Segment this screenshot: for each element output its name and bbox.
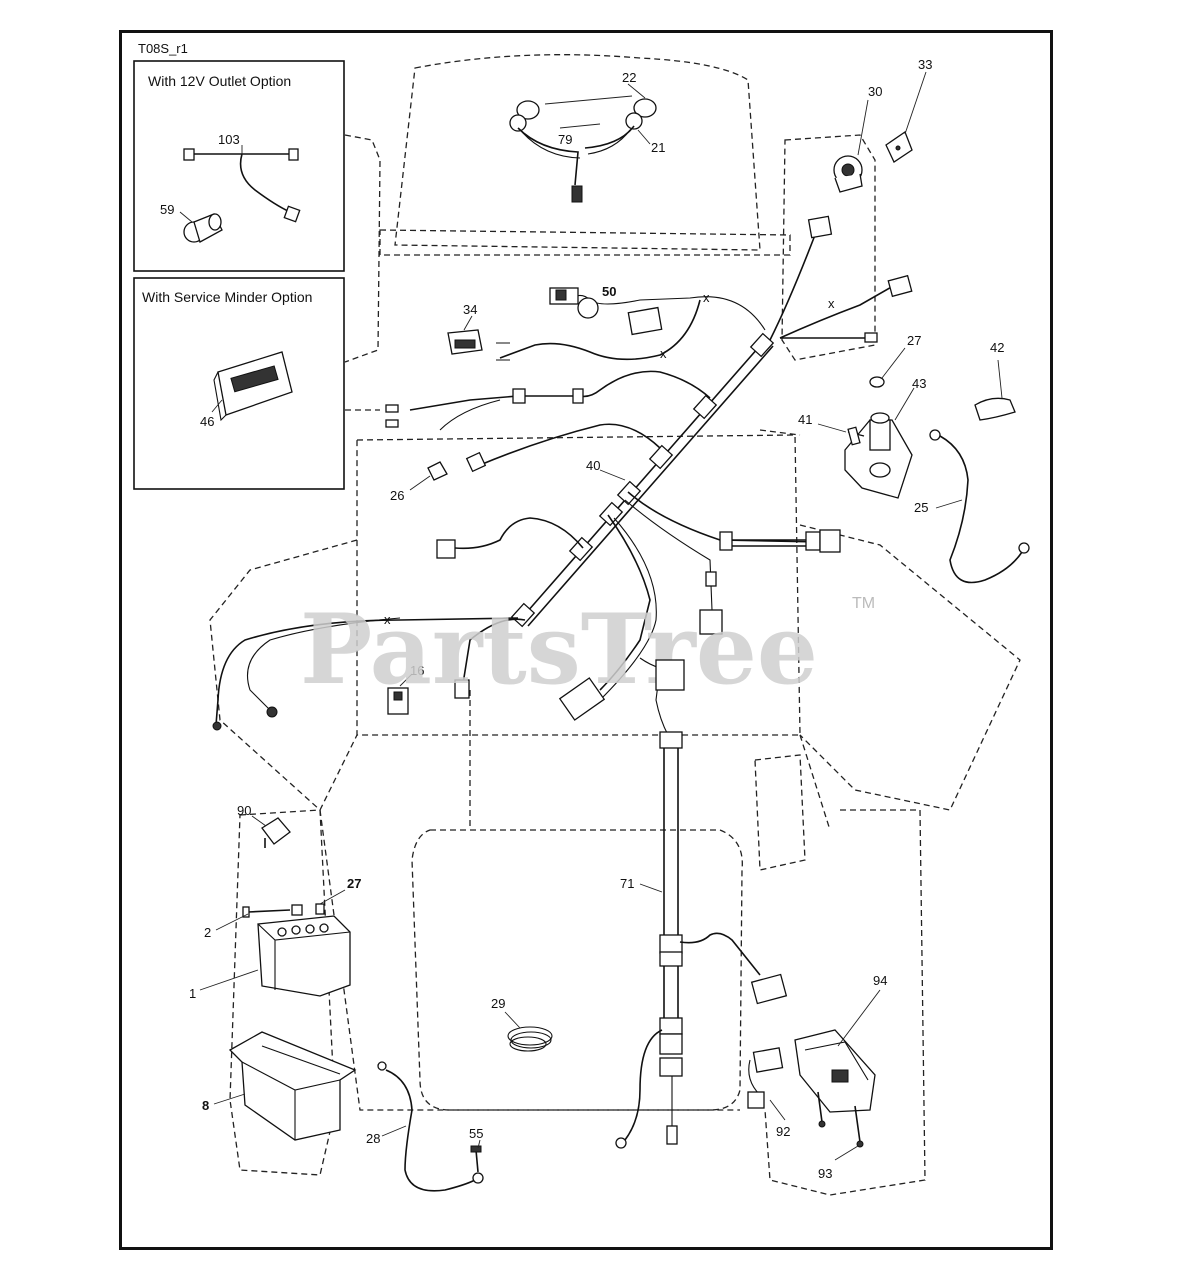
diagram-ref-code: T08S_r1 bbox=[138, 41, 188, 56]
callout-28: 28 bbox=[366, 1131, 380, 1146]
watermark: PartsTree bbox=[300, 593, 818, 706]
watermark-tm: TM bbox=[852, 595, 875, 612]
power-outlet-59 bbox=[183, 213, 223, 243]
callout-43: 43 bbox=[912, 376, 926, 391]
callout-92: 92 bbox=[776, 1124, 790, 1139]
inset-12v-outlet: With 12V Outlet Option 103 59 bbox=[133, 60, 345, 272]
bolt-41 bbox=[847, 426, 865, 446]
svg-text:x: x bbox=[384, 612, 391, 627]
callout-90: 90 bbox=[237, 803, 251, 818]
harness-connectors: x x x x bbox=[212, 215, 913, 731]
washer-27 bbox=[869, 376, 885, 388]
callout-8: 8 bbox=[202, 1098, 209, 1113]
callout-55: 55 bbox=[469, 1126, 483, 1141]
callout-40: 40 bbox=[586, 458, 600, 473]
diagram-frame bbox=[119, 30, 1053, 1250]
ignition-switch-30 bbox=[833, 155, 863, 193]
inset-12v-title: With 12V Outlet Option bbox=[148, 73, 291, 89]
callout-34: 34 bbox=[463, 302, 477, 317]
callout-71: 71 bbox=[620, 876, 634, 891]
part-90 bbox=[261, 817, 291, 848]
chassis-outlines bbox=[209, 54, 1021, 1196]
inset-service-title: With Service Minder Option bbox=[142, 289, 312, 305]
callout-42: 42 bbox=[990, 340, 1004, 355]
switch-bracket-33 bbox=[885, 131, 913, 163]
inset-service-minder: With Service Minder Option 46 bbox=[133, 277, 345, 490]
callout-59: 59 bbox=[160, 202, 174, 217]
callout-50: 50 bbox=[602, 284, 616, 299]
callout-16: 16 bbox=[410, 663, 424, 678]
bolt-2 bbox=[242, 906, 291, 918]
callout-29: 29 bbox=[491, 996, 505, 1011]
screw-55 bbox=[470, 1145, 482, 1173]
callout-26: 26 bbox=[390, 488, 404, 503]
tie-strap-29 bbox=[507, 1026, 553, 1052]
callout-1: 1 bbox=[189, 986, 196, 1001]
service-minder-46 bbox=[213, 351, 293, 422]
terminal-boot-42 bbox=[974, 397, 1016, 421]
callout-22: 22 bbox=[622, 70, 636, 85]
switch-94 bbox=[794, 1029, 876, 1113]
battery-box-8 bbox=[228, 1031, 357, 1141]
callout-94: 94 bbox=[873, 973, 887, 988]
fuse-26 bbox=[427, 461, 448, 481]
callout-2: 2 bbox=[204, 925, 211, 940]
switch-92 bbox=[747, 1047, 784, 1109]
solenoid-43 bbox=[844, 412, 913, 499]
switch-16 bbox=[387, 687, 409, 715]
callout-41: 41 bbox=[798, 412, 812, 427]
svg-text:x: x bbox=[660, 346, 667, 361]
module-34 bbox=[447, 329, 483, 355]
rear-harness-71 bbox=[615, 657, 788, 1149]
callout-33: 33 bbox=[918, 57, 932, 72]
callout-21: 21 bbox=[651, 140, 665, 155]
callout-46: 46 bbox=[200, 414, 214, 429]
callout-25: 25 bbox=[914, 500, 928, 515]
screw-93 bbox=[817, 1091, 864, 1148]
battery-cable-25 bbox=[929, 429, 1030, 584]
callout-30: 30 bbox=[868, 84, 882, 99]
headlight-harness bbox=[509, 98, 657, 203]
callout-103: 103 bbox=[218, 132, 240, 147]
callout-93: 93 bbox=[818, 1166, 832, 1181]
svg-text:x: x bbox=[828, 296, 835, 311]
callout-27-top: 27 bbox=[907, 333, 921, 348]
battery-1 bbox=[257, 903, 351, 997]
seat-switch-50 bbox=[549, 287, 663, 336]
ground-cable-28 bbox=[377, 1061, 484, 1192]
callout-27-bottom: 27 bbox=[347, 876, 361, 891]
callout-79: 79 bbox=[558, 132, 572, 147]
svg-text:x: x bbox=[703, 290, 710, 305]
main-harness-40 bbox=[215, 234, 896, 726]
